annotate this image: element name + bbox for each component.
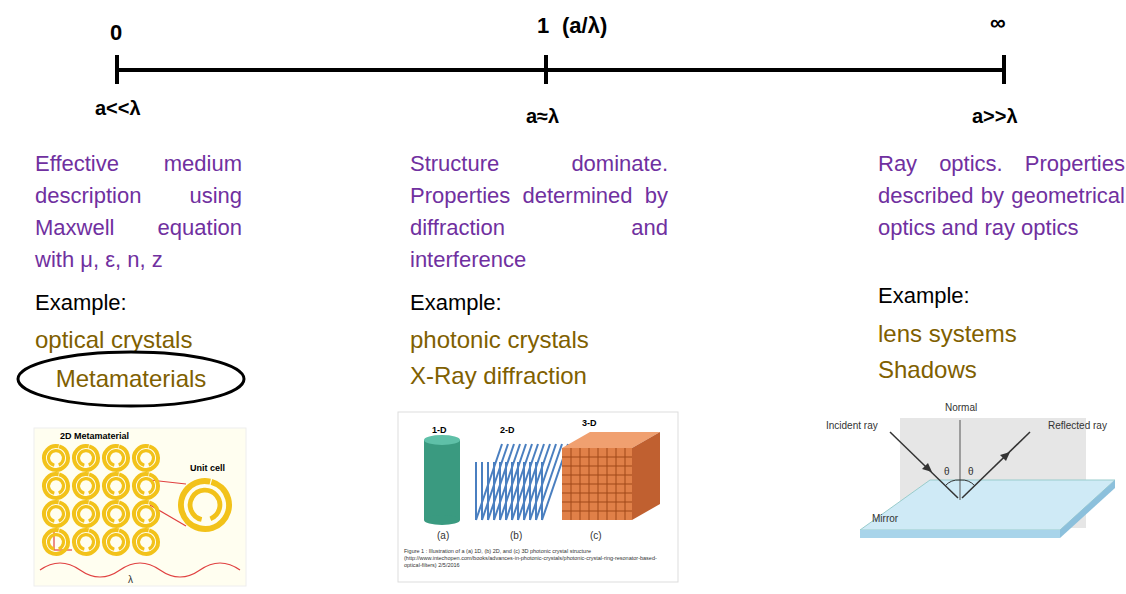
axis-tick [115,55,119,84]
label: 3-D [582,418,597,429]
example-text: Metamaterials [56,365,207,393]
label: Reflected ray [1048,420,1107,432]
label: 2-D [500,425,515,436]
description-text: Effective medium description using Maxwe… [35,148,242,276]
example-text: photonic crystals [410,326,589,355]
axis-tick [1002,55,1006,84]
reflection-figure [860,418,1115,538]
label: Normal [945,402,977,414]
label: 1-D [432,425,447,436]
highlight-ellipse: Metamaterials [16,350,246,408]
description-text: Structure dominate. Properties determine… [410,148,668,276]
label: θ [968,466,974,478]
example-text: optical crystals [35,326,192,355]
label: 2D Metamaterial [60,431,129,442]
label: a≈λ [526,104,559,128]
label: Mirror [872,513,898,525]
label: 0 [110,20,122,46]
axis-tick [544,55,548,84]
axis-line [117,68,1004,72]
label: Example: [878,283,970,309]
label: a<<λ [95,96,141,120]
label: ∞ [990,10,1006,36]
label: (a/λ) [562,13,607,39]
label: (c) [590,530,602,542]
example-text: X-Ray diffraction [410,362,587,391]
label: (b) [510,530,522,542]
example-text: lens systems [878,320,1017,349]
label: Figure 1 : Illustration of a (a) 1D, (b)… [404,548,672,569]
label: Example: [410,290,502,316]
label: a>>λ [972,104,1018,128]
label: Example: [35,290,127,316]
metamaterial-figure [34,428,246,586]
label: 1 [537,13,549,39]
label: Incident ray [826,420,878,432]
photonic-crystal-figure [398,412,678,582]
label: Unit cell [190,463,225,474]
example-text: Shadows [878,356,977,385]
label: (a) [437,530,449,542]
description-text: Ray optics. Properties described by geom… [878,148,1125,244]
label: λ [128,574,133,586]
label: θ [944,466,950,478]
